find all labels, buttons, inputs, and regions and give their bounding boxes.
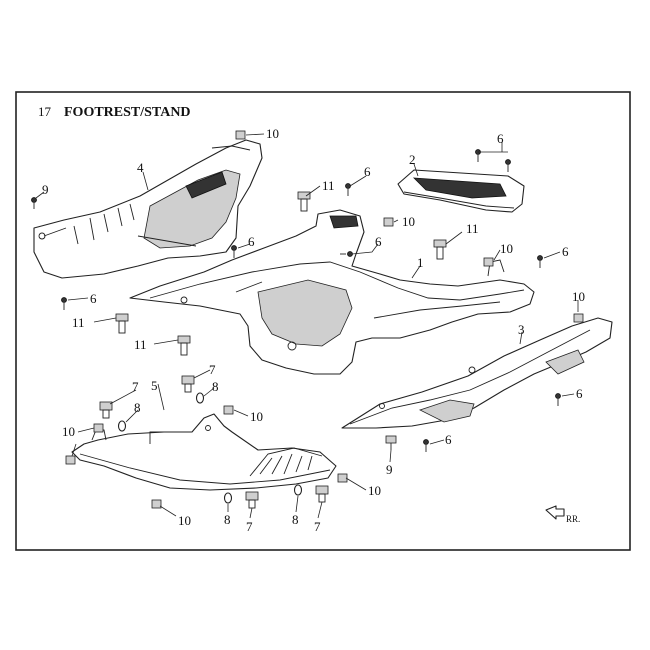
screw-6-icon <box>423 439 429 452</box>
callout-8: 8 <box>212 379 219 394</box>
part-5-lower-panel <box>71 413 337 491</box>
callout-2: 2 <box>409 152 416 167</box>
callout-3: 3 <box>518 322 525 337</box>
callout-5: 5 <box>151 378 158 393</box>
clip-10-icon <box>65 455 76 465</box>
screw-6-icon <box>61 297 67 310</box>
screw-6-icon <box>475 149 481 162</box>
callout-6: 6 <box>375 234 382 249</box>
part-4-side-cover <box>33 139 263 279</box>
screw-6-icon <box>231 245 237 258</box>
callout-6: 6 <box>90 291 97 306</box>
callout-8: 8 <box>292 512 299 527</box>
bolt-11-icon <box>177 335 191 356</box>
washer-8-icon <box>195 392 205 404</box>
callout-9: 9 <box>386 462 393 477</box>
callout-6: 6 <box>497 131 504 146</box>
bolt-7-icon <box>181 375 195 393</box>
callout-10: 10 <box>368 483 381 498</box>
callout-10: 10 <box>178 513 191 528</box>
callout-labels: 10 4 9 2 6 6 11 10 6 6 11 10 6 1 6 11 10… <box>42 126 585 534</box>
fasteners <box>31 130 584 509</box>
callout-6: 6 <box>445 432 452 447</box>
callout-10: 10 <box>250 409 263 424</box>
callout-11: 11 <box>466 221 479 236</box>
arrow-icon <box>545 505 565 520</box>
callout-10: 10 <box>500 241 513 256</box>
bolt-7-icon <box>315 485 329 503</box>
bolt-11-icon <box>297 191 311 212</box>
washer-8-icon <box>117 420 127 432</box>
screw-9-icon <box>385 435 397 450</box>
callout-10: 10 <box>572 289 585 304</box>
callout-11: 11 <box>322 178 335 193</box>
callout-7: 7 <box>246 519 253 534</box>
part-1-floor-panel <box>129 209 535 375</box>
callout-11: 11 <box>72 315 85 330</box>
section-title: FOOTREST/STAND <box>64 105 191 120</box>
washer-8-icon <box>293 484 303 496</box>
screw-6-icon <box>505 159 511 172</box>
callout-9: 9 <box>42 182 49 197</box>
callout-6: 6 <box>562 244 569 259</box>
callout-4: 4 <box>137 160 144 175</box>
bolt-7-icon <box>245 491 259 509</box>
screw-6-icon <box>555 393 561 406</box>
direction-label: RR. <box>566 514 580 524</box>
callout-10: 10 <box>266 126 279 141</box>
callout-8: 8 <box>224 512 231 527</box>
screw-6-icon <box>345 183 351 196</box>
rear-direction-indicator: RR. <box>545 505 580 524</box>
clip-10-icon <box>151 499 162 509</box>
callout-10: 10 <box>62 424 75 439</box>
clip-10-icon <box>383 217 394 227</box>
screw-9-icon <box>31 197 37 209</box>
clip-10-icon <box>337 473 348 483</box>
clip-10-icon <box>235 130 246 140</box>
clip-10-icon <box>93 423 104 433</box>
washer-8-icon <box>223 492 233 504</box>
bolt-11-icon <box>115 313 129 334</box>
callout-6: 6 <box>248 234 255 249</box>
callout-6: 6 <box>364 164 371 179</box>
callout-8: 8 <box>134 400 141 415</box>
clip-10-icon <box>483 257 494 267</box>
part-2-panel <box>397 169 525 213</box>
callout-7: 7 <box>132 379 139 394</box>
callout-1: 1 <box>417 255 424 270</box>
part-3-rear-cover <box>341 317 613 429</box>
bolt-11-icon <box>433 239 447 260</box>
clip-10-icon <box>223 405 234 415</box>
callout-7: 7 <box>209 362 216 377</box>
bolt-7-icon <box>99 401 113 419</box>
callout-10: 10 <box>402 214 415 229</box>
screw-6-icon <box>537 255 543 268</box>
diagram-frame <box>15 91 631 551</box>
callout-11: 11 <box>134 337 147 352</box>
clip-10-icon <box>573 313 584 323</box>
section-number: 17 <box>38 104 52 119</box>
callout-6: 6 <box>576 386 583 401</box>
callout-7: 7 <box>314 519 321 534</box>
leader-lines <box>35 133 579 519</box>
